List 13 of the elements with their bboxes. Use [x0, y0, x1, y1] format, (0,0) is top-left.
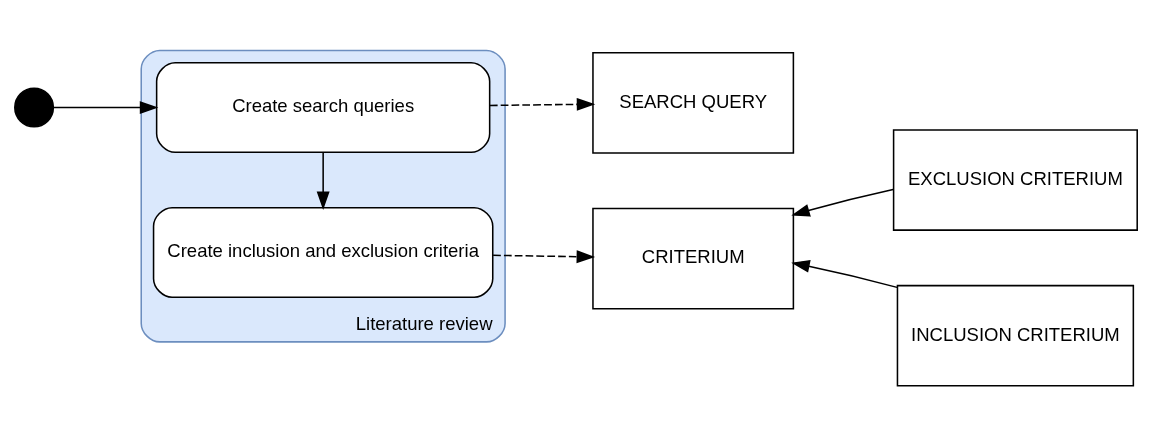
node-box: Create search queries [155, 61, 491, 153]
node-box: Create inclusion and exclusion criteria [152, 206, 494, 298]
arrow [489, 97, 596, 111]
node-box: SEARCH QUERY [592, 51, 795, 154]
arrow [492, 249, 596, 263]
arrow [791, 259, 898, 288]
node-box: INCLUSION CRITERIUM [896, 284, 1135, 387]
arrow [316, 151, 330, 210]
arrow [52, 100, 159, 114]
node-box: CRITERIUM [592, 207, 795, 309]
arrow [791, 188, 894, 217]
node-box: EXCLUSION CRITERIUM [892, 128, 1138, 231]
node-circle [14, 87, 55, 128]
